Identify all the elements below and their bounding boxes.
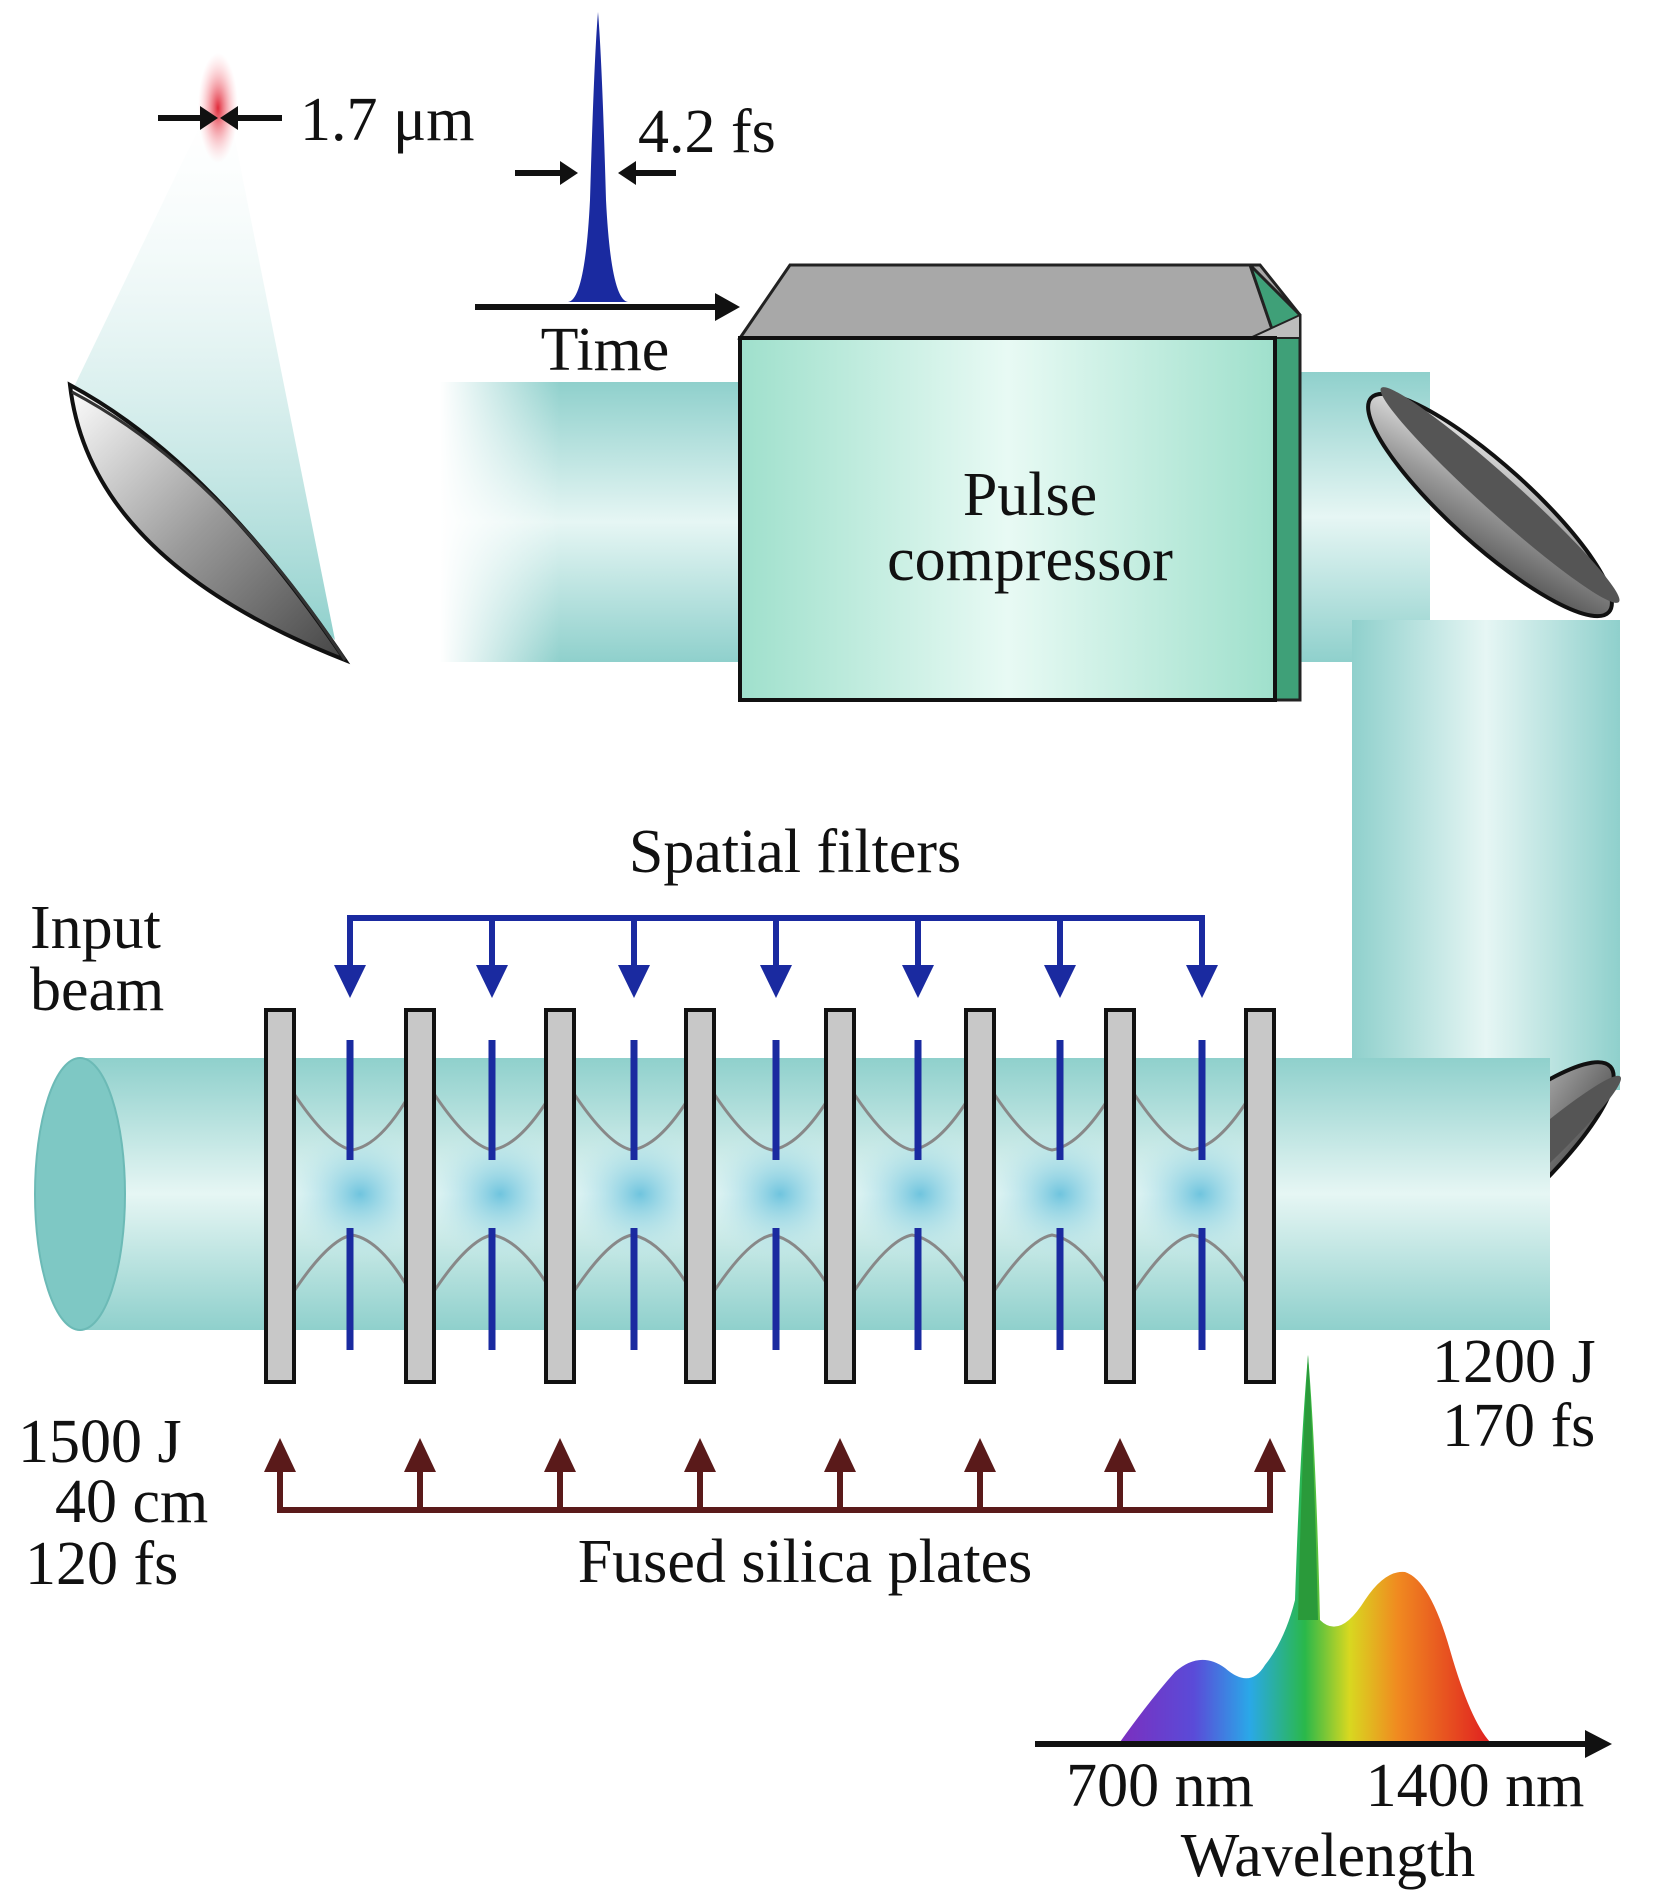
compressor-label-line1: Pulse (963, 461, 1097, 529)
spatial-filters-bracket (334, 915, 1218, 998)
plate-1 (264, 1008, 296, 1384)
output-energy-label: 1200 J (1432, 1328, 1596, 1396)
pulse-width-label: 4.2 fs (638, 98, 776, 166)
fused-silica-plates (264, 1008, 1276, 1384)
plate-3 (544, 1008, 576, 1384)
wl-700-label: 700 nm (1066, 1752, 1254, 1820)
focusing-mirror (67, 53, 351, 665)
output-spectrum: 700 nm 1400 nm Wavelength (1035, 1355, 1612, 1890)
focus-spot-label: 1.7 μm (300, 86, 474, 154)
input-diameter-label: 40 cm (55, 1468, 208, 1536)
input-beam (34, 1057, 1550, 1331)
wavelength-axis-label: Wavelength (1181, 1822, 1476, 1890)
input-beam-label-line2: beam (30, 956, 164, 1024)
input-energy-label: 1500 J (18, 1408, 182, 1476)
plate-7 (1104, 1008, 1136, 1384)
wl-1400-label: 1400 nm (1366, 1752, 1585, 1820)
compressed-pulse: 4.2 fs Time (475, 12, 776, 384)
fused-silica-label: Fused silica plates (578, 1528, 1033, 1596)
upper-right-mirror (1366, 387, 1620, 619)
upper-beam (440, 372, 1430, 662)
compressor-label-line2: compressor (887, 526, 1173, 594)
spatial-filter-apertures (346, 1040, 1206, 1350)
plate-6 (964, 1008, 996, 1384)
focus-spot-marker: 1.7 μm (158, 86, 474, 154)
input-beam-label-line1: Input (30, 894, 161, 962)
fused-silica-bracket (264, 1438, 1286, 1513)
plate-2 (404, 1008, 436, 1384)
vertical-beam (1352, 620, 1620, 1090)
time-axis-label: Time (541, 316, 670, 384)
pulse-compressor: Pulse compressor (737, 263, 1302, 702)
plate-8 (1244, 1008, 1276, 1384)
input-duration-label: 120 fs (25, 1530, 178, 1598)
spatial-filters-label: Spatial filters (629, 818, 961, 886)
plate-4 (684, 1008, 716, 1384)
output-duration-label: 170 fs (1442, 1392, 1595, 1460)
plate-5 (824, 1008, 856, 1384)
